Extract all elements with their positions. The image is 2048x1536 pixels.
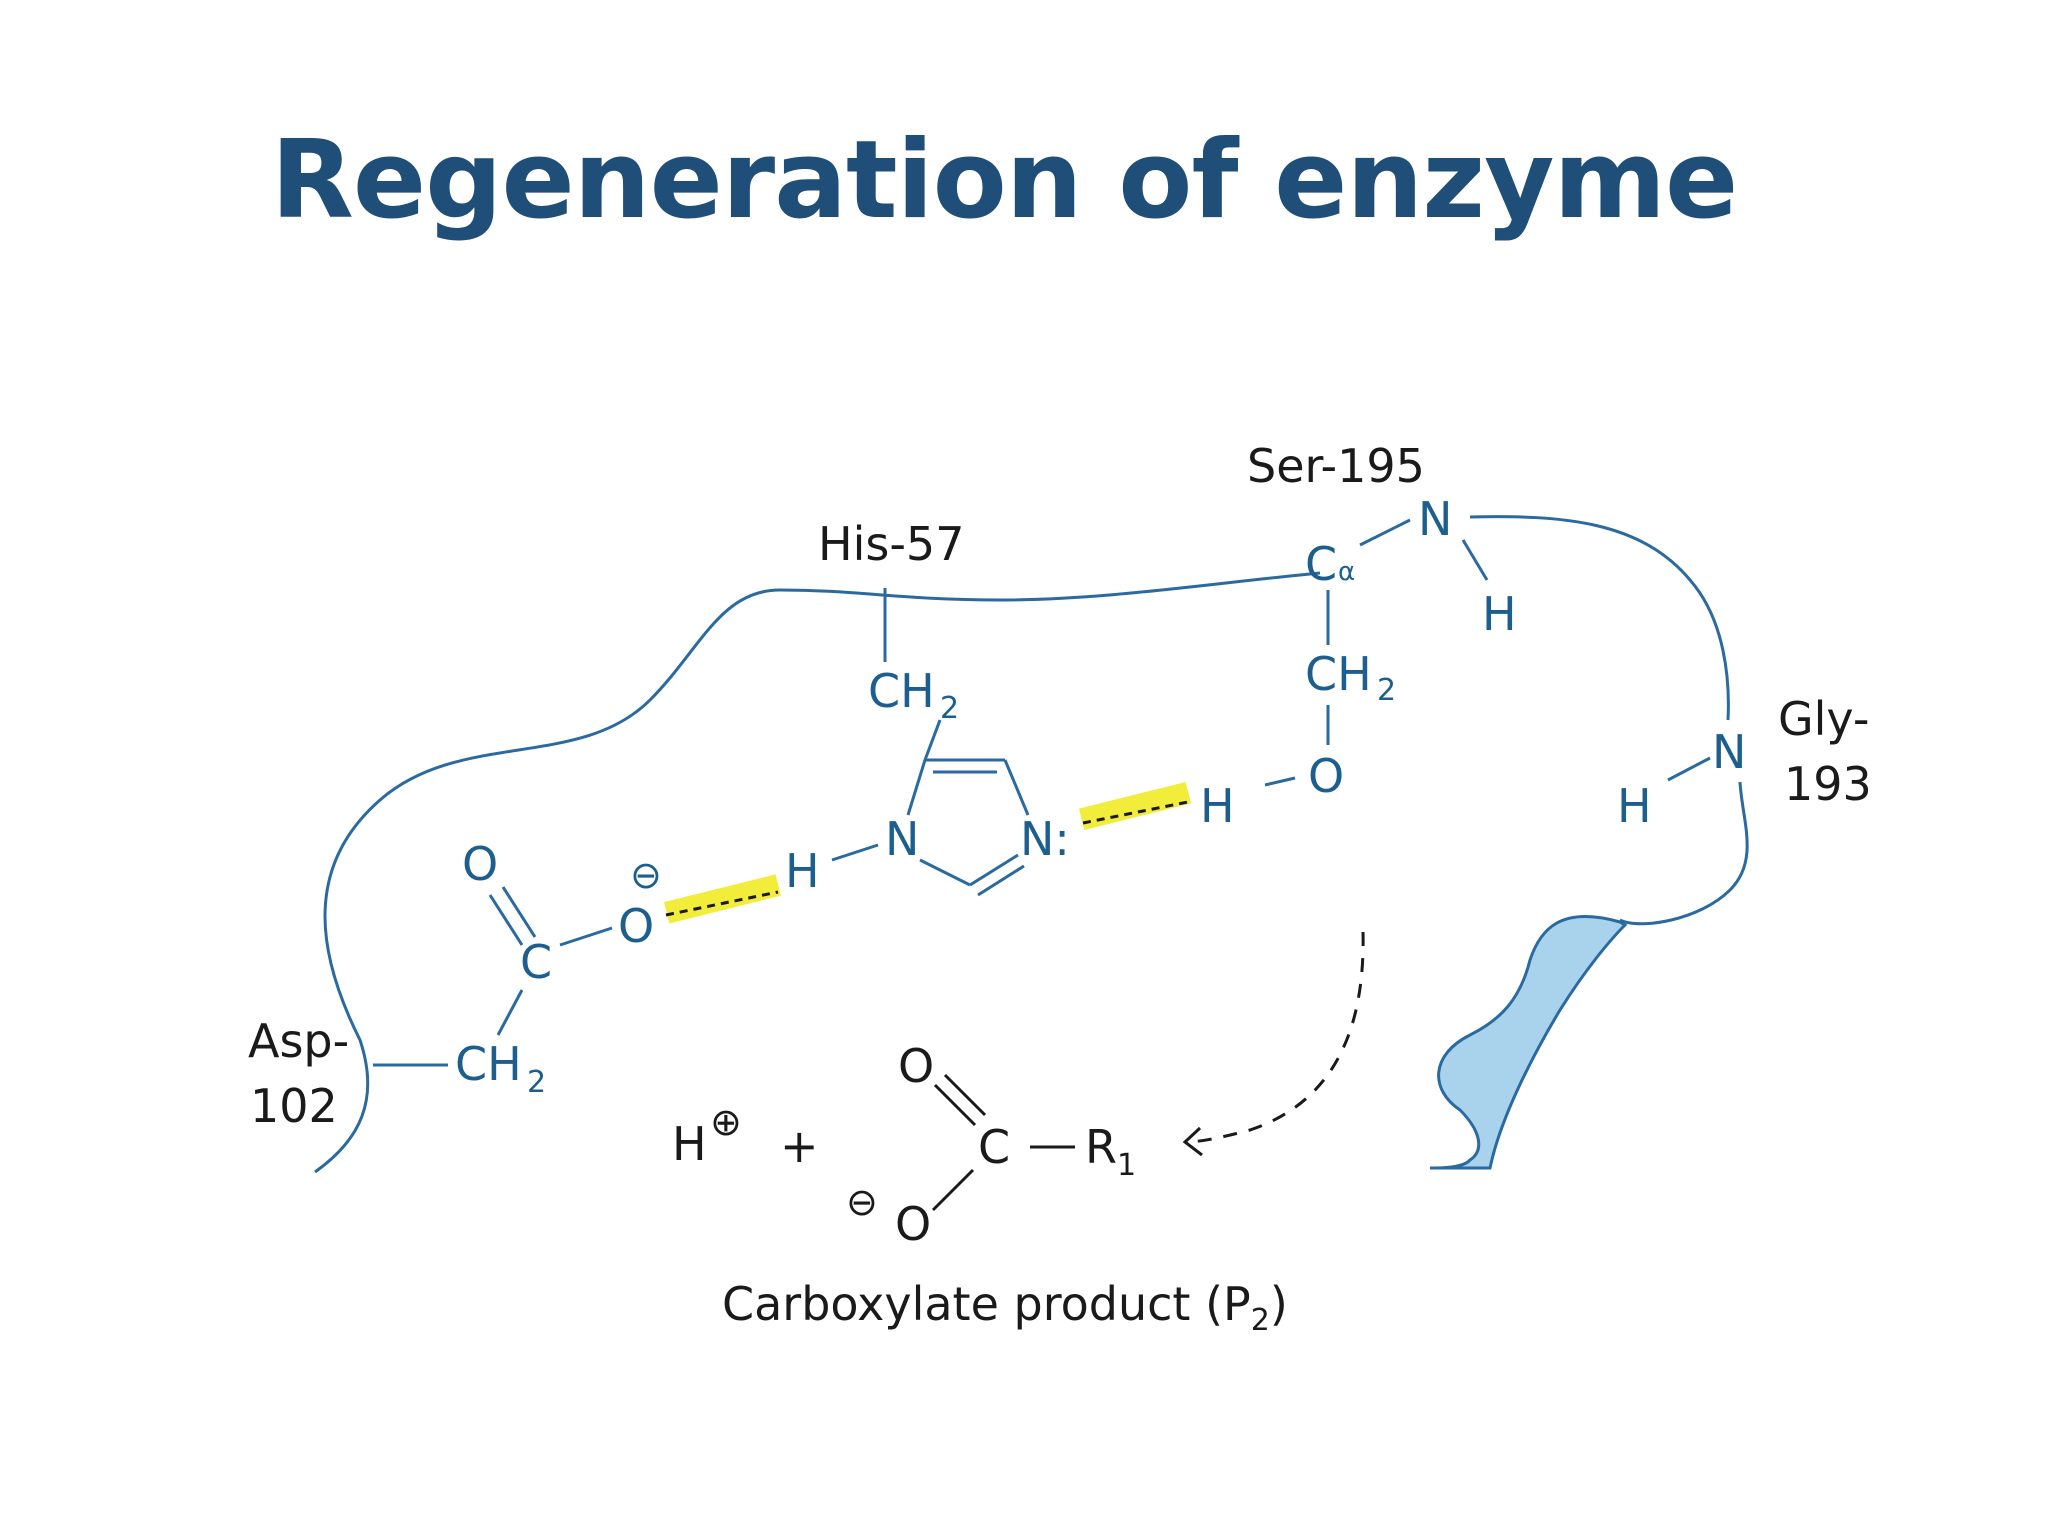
atom-asp-o-minus: O <box>618 899 654 953</box>
atom-gly-h: H <box>1617 779 1652 833</box>
ser-o-h-bond <box>1264 776 1296 787</box>
atom-his-ch: CH <box>868 664 935 718</box>
atom-asp-o-double: O <box>462 837 498 891</box>
product-c-o-double-bond <box>933 1083 977 1127</box>
product-c-o-double-bond <box>943 1073 987 1117</box>
asp-c-o-double-bond <box>488 894 524 946</box>
product-plus: + <box>780 1119 819 1173</box>
hbond-highlight-his-ser <box>1078 782 1192 830</box>
imidazole-bond <box>919 858 971 887</box>
atom-ser-n: N <box>1418 492 1452 546</box>
label-his-57: His-57 <box>818 517 964 571</box>
product-proton-charge: ⊕ <box>710 1100 742 1144</box>
label-gly-line2: 193 <box>1784 757 1872 811</box>
atom-ser-o: O <box>1308 749 1344 803</box>
atom-his-n1: N <box>885 812 919 866</box>
atom-his-n2: N: <box>1020 812 1070 866</box>
release-arrow <box>1184 931 1365 1144</box>
label-ser-195: Ser-195 <box>1247 439 1425 493</box>
asp-c-o-bond <box>559 926 613 947</box>
product-caption: Carboxylate product (P2) <box>722 1277 1288 1338</box>
imidazole-double-bond <box>969 853 1019 887</box>
atom-asp-ch-sub: 2 <box>527 1065 546 1100</box>
atom-ser-ch: CH <box>1305 647 1372 701</box>
ser-n-ca-bond <box>1359 518 1411 547</box>
product-r: R <box>1085 1120 1117 1174</box>
oxyanion-pocket <box>1434 915 1628 1170</box>
protein-backbone-segment <box>1469 515 1730 721</box>
product-c-o-bond <box>931 1168 975 1212</box>
atom-asp-o-minus-charge: ⊖ <box>630 853 662 897</box>
atom-ser-alpha: α <box>1338 557 1355 587</box>
protein-backbone <box>314 571 1321 1174</box>
atom-his-h: H <box>785 844 820 898</box>
gly-h-n-bond <box>1667 756 1711 782</box>
asp-c-ch2-bond <box>496 989 524 1036</box>
slide-title: Regeneration of enzyme <box>270 118 1739 243</box>
atom-asp-c: C <box>520 935 552 989</box>
product-proton: H <box>672 1117 707 1171</box>
imidazole-bond <box>906 759 927 816</box>
atom-ser-oh: H <box>1200 779 1235 833</box>
product-o-minus: O <box>895 1197 931 1251</box>
his-h-n-bond <box>831 843 879 862</box>
label-gly-line1: Gly- <box>1778 692 1869 746</box>
asp-c-o-double-bond <box>501 886 537 938</box>
product-o-double: O <box>898 1039 934 1093</box>
protein-backbone-segment <box>1619 781 1749 926</box>
imidazole-bond <box>1003 759 1030 816</box>
hbond-his-ser <box>1082 800 1189 825</box>
release-arrow-head <box>1182 1126 1203 1157</box>
atom-gly-n: N <box>1712 725 1746 779</box>
product-r-sub: 1 <box>1117 1148 1136 1183</box>
ser-n-h-bond <box>1461 539 1489 581</box>
label-asp-line1: Asp- <box>248 1014 349 1068</box>
atom-ser-ch-sub: 2 <box>1377 673 1396 708</box>
hbond-highlight-asp-his <box>664 874 781 924</box>
his-ch2-ring-bond <box>923 719 942 761</box>
atom-ser-nh: H <box>1482 587 1517 641</box>
hbond-asp-his <box>665 890 779 917</box>
imidazole-double-bond <box>977 864 1025 897</box>
atom-his-ch-sub: 2 <box>940 691 959 726</box>
product-o-minus-charge: ⊖ <box>846 1180 878 1224</box>
product-caption-main: Carboxylate product (P <box>722 1277 1251 1331</box>
label-asp-line2: 102 <box>250 1079 338 1133</box>
product-caption-sub: 2 <box>1251 1303 1270 1338</box>
atom-ser-ca: C <box>1305 537 1337 591</box>
product-caption-end: ) <box>1270 1277 1288 1331</box>
atom-asp-ch: CH <box>455 1037 522 1091</box>
product-c: C <box>978 1120 1010 1174</box>
